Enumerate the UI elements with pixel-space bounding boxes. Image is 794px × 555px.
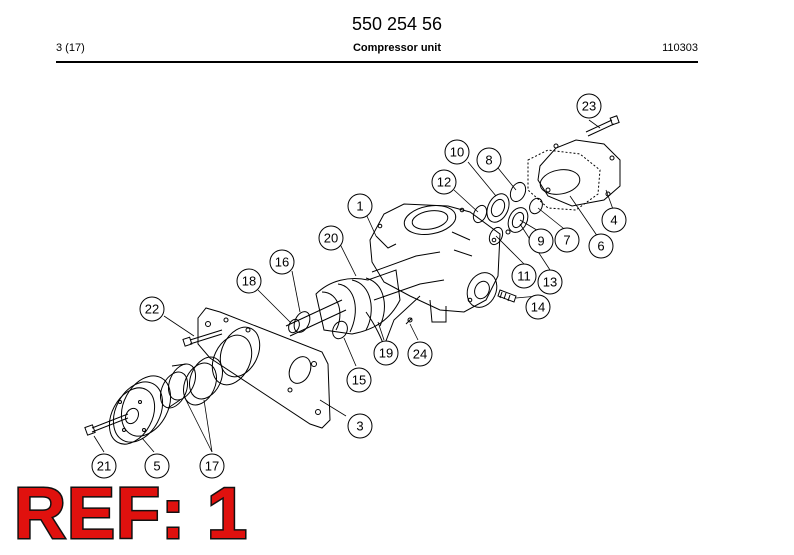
callout-15: 15 <box>346 367 372 393</box>
svg-text:20: 20 <box>324 231 338 246</box>
callout-12: 12 <box>431 169 457 195</box>
callout-10: 10 <box>444 139 470 165</box>
callout-14: 14 <box>525 294 551 320</box>
callout-markers: 1 3 4 5 6 7 8 9 10 11 12 13 14 15 16 17 … <box>91 93 627 479</box>
svg-text:19: 19 <box>379 346 393 361</box>
callout-7: 7 <box>554 227 580 253</box>
plug-14-part <box>497 289 517 303</box>
svg-text:3: 3 <box>356 419 363 434</box>
pulley-part <box>108 375 172 445</box>
bolt-23-part <box>585 115 620 137</box>
callout-4: 4 <box>601 207 627 233</box>
svg-text:14: 14 <box>531 300 545 315</box>
svg-text:17: 17 <box>205 459 219 474</box>
callout-13: 13 <box>537 269 563 295</box>
callout-1: 1 <box>347 193 373 219</box>
svg-text:8: 8 <box>485 153 492 168</box>
callout-6: 6 <box>588 233 614 259</box>
svg-text:23: 23 <box>582 99 596 114</box>
svg-text:7: 7 <box>563 233 570 248</box>
svg-text:11: 11 <box>517 269 531 284</box>
callout-23: 23 <box>576 93 602 119</box>
rotor-shaft-part <box>285 299 347 337</box>
sleeve-parts <box>159 356 223 409</box>
cover-plate-part <box>197 307 331 429</box>
callout-17: 17 <box>199 453 225 479</box>
svg-text:15: 15 <box>352 373 366 388</box>
callout-16: 16 <box>269 249 295 275</box>
document-code: 110303 <box>662 42 698 54</box>
screw-rotors-part <box>315 251 445 348</box>
page-indicator: 3 (17) <box>56 42 85 54</box>
compressor-housing-part <box>369 203 501 323</box>
callout-18: 18 <box>236 268 262 294</box>
callout-22: 22 <box>139 296 165 322</box>
ref-label: REF: 1 <box>12 474 249 554</box>
svg-text:16: 16 <box>275 255 289 270</box>
svg-text:9: 9 <box>537 234 544 249</box>
pin-24-part <box>405 317 413 325</box>
bearing-parts <box>472 181 543 246</box>
callout-11: 11 <box>511 263 537 289</box>
svg-text:13: 13 <box>543 275 557 290</box>
callout-8: 8 <box>476 147 502 173</box>
svg-text:24: 24 <box>413 347 427 362</box>
callout-20: 20 <box>318 225 344 251</box>
leader-lines <box>93 119 615 453</box>
bolt-21-part <box>84 413 129 436</box>
callout-5: 5 <box>144 453 170 479</box>
svg-text:4: 4 <box>610 213 617 228</box>
svg-text:22: 22 <box>145 302 159 317</box>
svg-text:18: 18 <box>242 274 256 289</box>
svg-text:5: 5 <box>153 459 160 474</box>
callout-3: 3 <box>347 413 373 439</box>
header-rule <box>56 61 698 63</box>
callout-19: 19 <box>373 340 399 366</box>
end-cover-part <box>527 139 621 211</box>
page-title: Compressor unit <box>352 42 441 54</box>
svg-text:1: 1 <box>356 199 363 214</box>
svg-text:6: 6 <box>597 239 604 254</box>
bolt-22-part <box>182 329 223 347</box>
callout-21: 21 <box>91 453 117 479</box>
svg-text:12: 12 <box>437 175 451 190</box>
callout-24: 24 <box>407 341 433 367</box>
part-number: 550 254 56 <box>351 14 443 34</box>
svg-text:10: 10 <box>450 145 464 160</box>
svg-text:21: 21 <box>97 459 111 474</box>
callout-9: 9 <box>528 228 554 254</box>
